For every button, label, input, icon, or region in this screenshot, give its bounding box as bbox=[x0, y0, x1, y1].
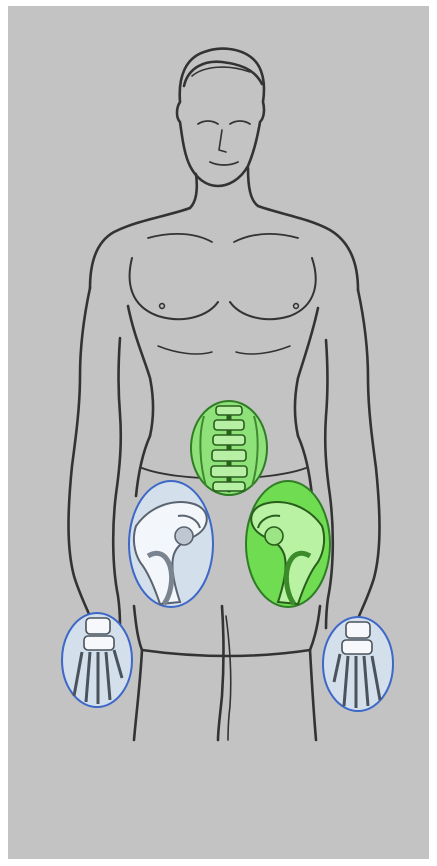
right-hand-region[interactable] bbox=[62, 613, 132, 707]
left-hand-region[interactable] bbox=[323, 617, 393, 711]
lumbar-spine-region[interactable] bbox=[191, 401, 267, 495]
right-hip-region[interactable] bbox=[129, 481, 213, 607]
body-map-panel bbox=[8, 6, 429, 859]
left-hip-region[interactable] bbox=[246, 481, 330, 607]
body-map-svg bbox=[8, 6, 429, 859]
